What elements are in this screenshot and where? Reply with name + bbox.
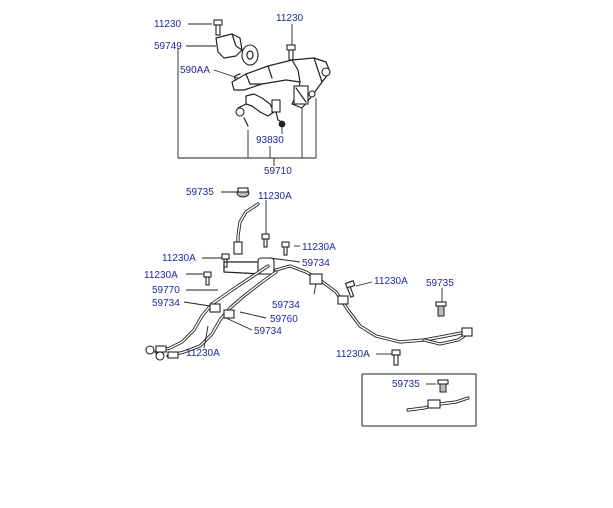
part-labels: 11230 11230 59749 590AA 93830 59710 5973…	[144, 13, 454, 390]
bracket-59749	[215, 33, 259, 66]
label-93830: 93830	[256, 135, 284, 146]
label-59735-mid: 59735	[186, 187, 214, 198]
label-59735-inset: 59735	[392, 379, 420, 390]
front-cable-stub	[233, 202, 260, 255]
bolt-11230-right	[286, 44, 296, 61]
parking-brake-lever-assembly	[177, 19, 331, 166]
cable-59770	[145, 264, 270, 355]
label-59760: 59760	[270, 314, 298, 325]
label-59735-right: 59735	[426, 278, 454, 289]
bolt-11230A-6	[391, 349, 401, 366]
bolt-11230A-3	[221, 253, 230, 268]
label-59734-c: 59734	[272, 300, 300, 311]
label-11230A-bottom: 11230A	[336, 349, 370, 360]
label-590AA: 590AA	[180, 65, 210, 76]
label-59770: 59770	[152, 285, 180, 296]
nut-59735-right	[435, 301, 447, 317]
label-59734-d: 59734	[254, 326, 282, 337]
label-top-11230-left: 11230	[154, 19, 182, 30]
bolt-11230A-1	[261, 233, 270, 248]
nut-59735-upper	[236, 187, 250, 198]
inset-cable-end	[406, 396, 470, 412]
label-59710: 59710	[264, 166, 292, 177]
label-59734-b: 59734	[152, 298, 180, 309]
group-bracket-59710	[177, 48, 317, 159]
label-11230A-e: 11230A	[186, 348, 220, 359]
bolt-11230A-4	[203, 271, 212, 286]
label-11230A-right: 11230A	[374, 276, 408, 287]
label-top-11230-right: 11230	[276, 13, 304, 24]
parking-cable-assembly	[145, 187, 473, 366]
label-59734-a: 59734	[302, 258, 330, 269]
label-11230A-c: 11230A	[162, 253, 196, 264]
cable-right	[274, 264, 473, 346]
cable-59760	[155, 270, 278, 361]
switch-93830	[235, 93, 286, 128]
label-11230A-a: 11230A	[258, 191, 292, 202]
nut-59735-inset	[437, 379, 449, 393]
label-59749: 59749	[154, 41, 182, 52]
label-11230A-d: 11230A	[144, 270, 178, 281]
bolt-11230-left	[213, 19, 223, 36]
bolt-11230A-5	[344, 280, 356, 298]
bolt-11230A-2	[281, 241, 290, 256]
label-11230A-b: 11230A	[302, 242, 336, 253]
inset-detail-box	[361, 373, 477, 427]
lever-590AA	[231, 57, 331, 109]
